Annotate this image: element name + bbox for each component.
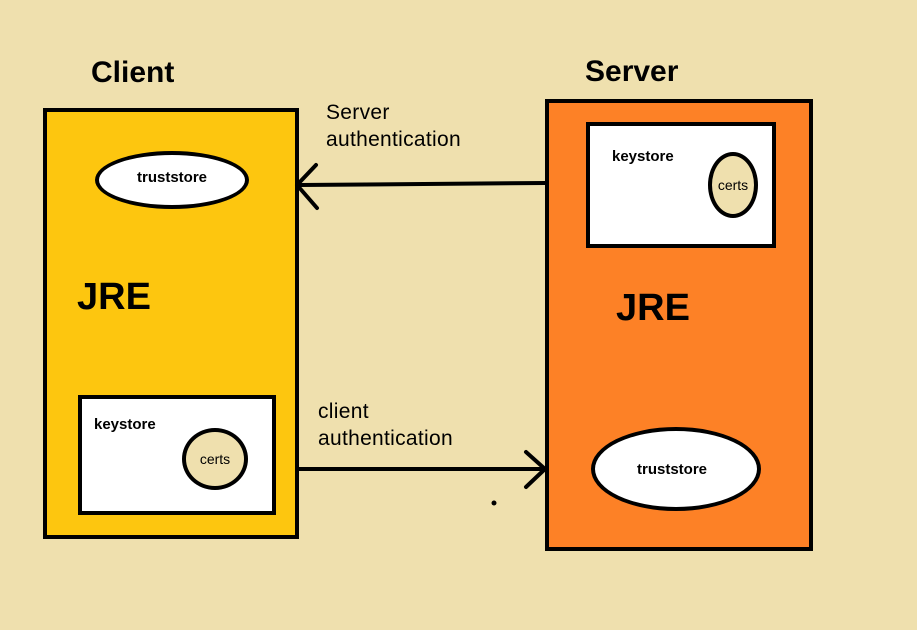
server-keystore-label: keystore [612,148,674,165]
client-authentication-line1: client [318,400,369,423]
client-jre-label: JRE [77,276,151,318]
server-authentication-line1: Server [326,101,390,124]
client-jre-box: truststore JRE keystore certs [43,108,299,539]
server-jre-box: keystore certs JRE truststore [545,99,813,551]
server-jre-label: JRE [616,287,690,329]
client-authentication-label: client authentication [318,398,453,453]
server-certs-label: certs [717,177,749,193]
client-authentication-line2: authentication [318,427,453,451]
client-certs-label: certs [199,451,231,467]
server-authentication-arrowhead [295,163,319,210]
server-authentication-arrow-shaft [298,181,547,187]
client-keystore: keystore certs [78,395,276,515]
server-authentication-label: Server authentication [326,99,461,154]
client-authentication-arrowhead [524,450,547,489]
client-authentication-arrow [297,450,547,489]
server-keystore: keystore certs [586,122,776,248]
client-truststore-label: truststore [136,168,207,186]
client-keystore-label: keystore [94,416,156,433]
client-certs: certs [182,428,248,490]
client-truststore: truststore [95,151,249,209]
client-title: Client [91,56,175,89]
server-certs: certs [708,152,758,218]
server-truststore: truststore [591,427,761,511]
server-truststore-label: truststore [636,460,707,478]
server-authentication-arrow [295,163,547,210]
server-title: Server [585,55,679,88]
stray-dot [491,500,497,506]
server-authentication-line2: authentication [326,128,461,152]
